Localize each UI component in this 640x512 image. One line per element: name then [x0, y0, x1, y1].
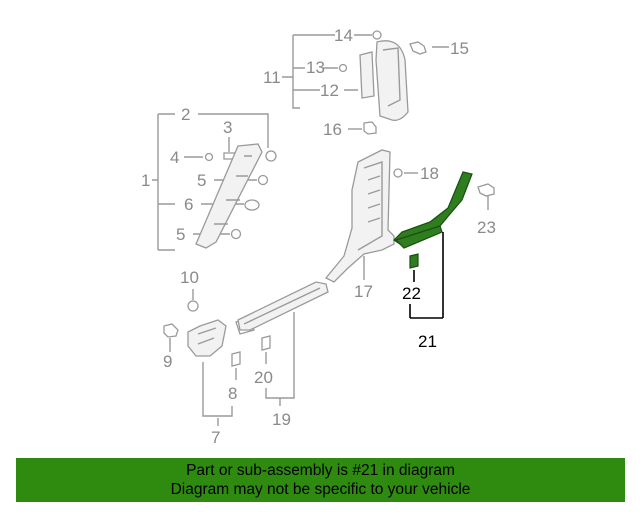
highlighted-trim-21-flange: [394, 225, 443, 249]
callout-13: 13: [306, 58, 325, 77]
callout-17: 17: [354, 282, 373, 301]
callout-2: 2: [181, 105, 190, 124]
kick-panel: [187, 319, 227, 357]
clip-20: [261, 335, 271, 351]
exploded-parts-diagram: 14 13 11 12 15 16 2 3 4 1 5 6 5: [141, 26, 496, 447]
callout-19: 19: [272, 410, 291, 429]
front-pillar-group: 2 3 4 1 5 6 5: [141, 105, 277, 251]
clip-10: [187, 300, 199, 312]
banner-line-1: Part or sub-assembly is #21 in diagram: [186, 462, 455, 479]
clip-5-lower: [230, 228, 242, 240]
bolt-15: [409, 41, 427, 55]
clip-22: [409, 253, 419, 269]
callout-10: 10: [180, 268, 199, 287]
clip-13: [338, 63, 348, 73]
kick-panel-group: 10 9 8 7: [163, 268, 255, 447]
callout-16: 16: [323, 120, 342, 139]
upper-pillar-trim: [375, 40, 409, 121]
callout-7: 7: [211, 428, 220, 447]
callout-9: 9: [163, 352, 172, 371]
bolt-23: [477, 183, 495, 197]
pillar-cover-12: [359, 51, 375, 99]
callout-4: 4: [170, 148, 179, 167]
banner-line-2: Diagram may not be specific to your vehi…: [170, 481, 471, 498]
clip-14: [372, 30, 382, 40]
callout-12: 12: [320, 81, 339, 100]
callout-6: 6: [184, 195, 193, 214]
clip-4: [204, 152, 214, 162]
clip-2: [265, 150, 277, 162]
callout-8: 8: [228, 384, 237, 403]
clip-8: [231, 351, 241, 367]
upper-pillar-group: 14 13 11 12 15 16: [263, 26, 469, 139]
bolt-16: [363, 121, 377, 135]
clip-6: [244, 199, 260, 211]
callout-18: 18: [420, 164, 439, 183]
screw-9: [163, 323, 179, 338]
clip-18: [393, 168, 403, 178]
callout-3: 3: [223, 118, 232, 137]
b-pillar-lower-trim: [324, 149, 395, 283]
callout-5a: 5: [197, 171, 206, 190]
callout-11: 11: [263, 68, 281, 87]
callout-14: 14: [334, 26, 353, 45]
notice-banner: Part or sub-assembly is #21 in diagram D…: [16, 458, 625, 502]
rear-scuff-group: 23 22 21: [393, 171, 496, 351]
callout-21: 21: [418, 332, 437, 351]
callout-15: 15: [450, 39, 469, 58]
sill-group: 20 19: [237, 281, 329, 429]
clip-5-upper: [257, 174, 269, 186]
callout-23: 23: [477, 218, 496, 237]
b-pillar-lower-group: 18 17: [324, 149, 439, 301]
callout-5b: 5: [176, 225, 185, 244]
front-pillar-trim: [195, 143, 263, 249]
callout-20: 20: [254, 368, 273, 387]
callout-22: 22: [402, 284, 421, 303]
callout-1: 1: [141, 171, 150, 190]
